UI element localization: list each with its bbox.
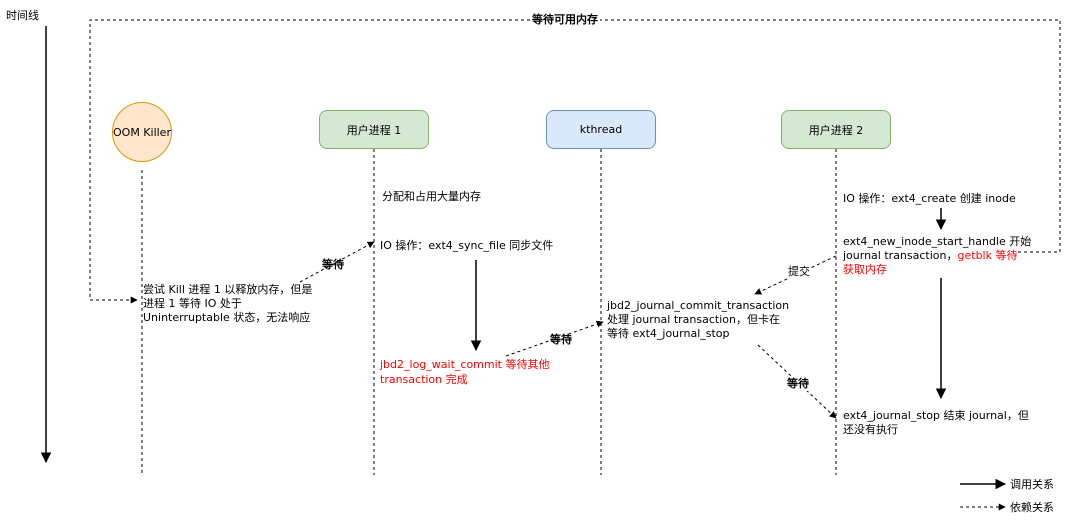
actor-user-process-2: 用户进程 2 [781, 110, 891, 149]
actor-user2-label: 用户进程 2 [808, 123, 864, 137]
legend-call-label: 调用关系 [1010, 478, 1054, 491]
actor-oom-killer: OOM Killer [112, 102, 172, 162]
user2-stop-line1: ext4_journal_stop 结束 journal，但 [843, 409, 1029, 422]
actor-kthread: kthread [546, 110, 656, 149]
user2-handle-line2-black: journal transaction， [843, 249, 958, 262]
actor-user-process-1: 用户进程 1 [319, 110, 429, 149]
edge-oom-wait-user1 [299, 241, 375, 283]
kthread-note-line1: jbd2_journal_commit_transaction [607, 299, 790, 312]
user2-handle-line1: ext4_new_inode_start_handle 开始 [843, 235, 1032, 248]
user1-wait-commit-line2: transaction 完成 [380, 373, 468, 386]
user2-stop-line2: 还没有执行 [843, 423, 898, 436]
edge-label-wait-3: 等待 [787, 376, 809, 391]
legend-depend-label: 依赖关系 [1010, 501, 1054, 514]
user2-io-note: IO 操作：ext4_create 创建 inode [843, 192, 1016, 205]
wait-memory-label: 等待可用内存 [530, 12, 600, 27]
user1-io-note: IO 操作：ext4_sync_file 同步文件 [380, 239, 554, 252]
user2-handle-line2-red: getblk 等待 [957, 249, 1018, 262]
kthread-note-line3: 等待 ext4_journal_stop [607, 327, 730, 340]
actor-user1-label: 用户进程 1 [346, 123, 402, 137]
user2-handle-line3: 获取内存 [843, 263, 887, 276]
edge-label-commit: 提交 [788, 264, 810, 279]
actor-oom-label: OOM Killer [113, 125, 171, 139]
kthread-note-line2: 处理 journal transaction，但卡在 [607, 313, 780, 326]
user1-wait-commit-line1: jbd2_log_wait_commit 等待其他 [380, 358, 550, 371]
oom-note-line3: Uninterruptable 状态，无法响应 [143, 311, 311, 324]
edge-label-wait-2: 等待 [550, 333, 572, 346]
actor-kthread-label: kthread [579, 123, 623, 136]
edge-label-wait-1: 等待 [322, 258, 344, 271]
user2-handle-line2: journal transaction，getblk 等待 [843, 248, 1017, 263]
timeline-label: 时间线 [6, 9, 39, 22]
edge-user1-wait-kthread [505, 320, 604, 357]
oom-note-line1: 尝试 Kill 进程 1 以释放内存，但是 [143, 283, 313, 296]
user1-alloc-note: 分配和占用大量内存 [382, 190, 481, 203]
oom-note-line2: 进程 1 等待 IO 处于 [143, 297, 242, 310]
